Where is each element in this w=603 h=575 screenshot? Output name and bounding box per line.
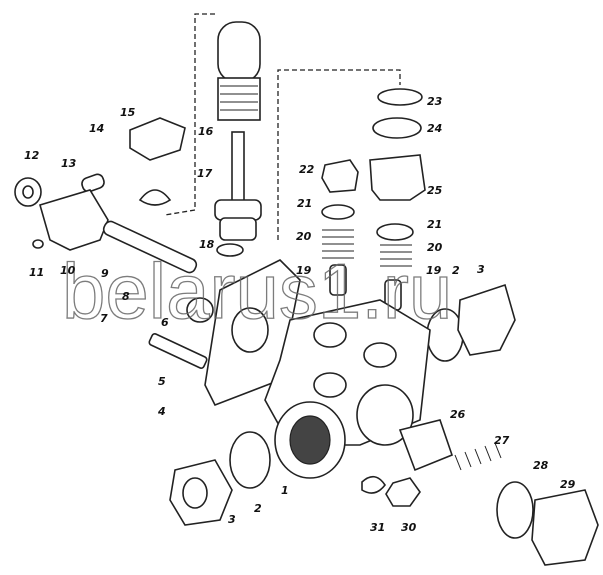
label-19: 19 — [296, 264, 312, 277]
part-31-washer — [361, 475, 386, 494]
part-11-screw — [32, 239, 44, 249]
part-24-washer — [372, 117, 422, 139]
label-20: 20 — [296, 230, 312, 243]
part-22-plug — [321, 159, 359, 193]
part-3-plug — [457, 283, 516, 356]
label-11: 11 — [29, 266, 44, 279]
label-6: 6 — [161, 316, 169, 329]
label-17: 17 — [197, 167, 213, 180]
part-12-hole — [22, 185, 34, 199]
part-3-plug-hole — [182, 477, 208, 509]
label-3-lower: 3 — [228, 513, 236, 526]
part-27-spring — [454, 442, 502, 471]
part-1-top-port — [313, 322, 347, 348]
part-30-nut — [385, 477, 421, 507]
label-20-right: 20 — [427, 241, 443, 254]
label-1: 1 — [281, 484, 289, 497]
label-25: 25 — [427, 184, 443, 197]
label-19-right: 19 — [426, 264, 442, 277]
part-6-ring — [186, 297, 214, 323]
label-26: 26 — [450, 408, 466, 421]
label-30: 30 — [401, 521, 417, 534]
part-14 — [138, 189, 172, 206]
label-23: 23 — [427, 95, 443, 108]
label-3-upper: 3 — [477, 263, 485, 276]
part-16-body — [217, 21, 261, 121]
part-10-lever — [39, 189, 109, 251]
part-25-body — [369, 154, 426, 201]
part-5-stud — [148, 333, 208, 369]
part-1-top-port — [363, 342, 397, 368]
label-4: 4 — [157, 405, 166, 418]
label-13: 13 — [61, 157, 77, 170]
assembly-line — [164, 13, 215, 216]
label-22: 22 — [299, 163, 315, 176]
assembly-line — [277, 69, 401, 240]
label-28: 28 — [533, 459, 549, 472]
part-9-shaft — [102, 220, 198, 274]
label-2-lower: 2 — [254, 502, 262, 515]
watermark: belarus1.ru — [62, 247, 452, 335]
part-28-washer — [496, 481, 534, 539]
part-19-valve — [329, 264, 347, 296]
part-20-spring-right — [380, 244, 412, 267]
part-2-washer-lower — [229, 431, 271, 489]
label-31: 31 — [370, 521, 385, 534]
part-18-washer — [216, 243, 244, 257]
label-18: 18 — [199, 238, 215, 251]
label-9: 9 — [101, 267, 109, 280]
part-23-ring — [377, 88, 423, 106]
part-21-seal-right — [376, 223, 414, 241]
part-17-stem — [214, 131, 262, 241]
label-24: 24 — [427, 122, 442, 135]
part-20-spring — [322, 229, 354, 259]
label-12: 12 — [24, 149, 40, 162]
part-1-top-port — [313, 372, 347, 398]
label-7: 7 — [100, 312, 108, 325]
label-21: 21 — [297, 197, 312, 210]
label-8: 8 — [122, 290, 130, 303]
part-4-hole — [231, 307, 269, 353]
label-2-upper: 2 — [452, 264, 460, 277]
label-16: 16 — [198, 125, 214, 138]
label-15: 15 — [120, 106, 136, 119]
label-5: 5 — [158, 375, 166, 388]
part-1-side-port — [356, 384, 414, 446]
part-21-seal — [321, 204, 355, 220]
part-26-sleeve — [398, 419, 454, 472]
label-10: 10 — [60, 264, 76, 277]
label-27: 27 — [494, 434, 510, 447]
part-29-plug — [531, 489, 599, 566]
part-1-port-bore — [289, 415, 331, 465]
part-15 — [129, 117, 186, 161]
label-14: 14 — [89, 122, 104, 135]
label-29: 29 — [560, 478, 576, 491]
label-21-right: 21 — [427, 218, 442, 231]
part-13-pin — [81, 173, 105, 193]
